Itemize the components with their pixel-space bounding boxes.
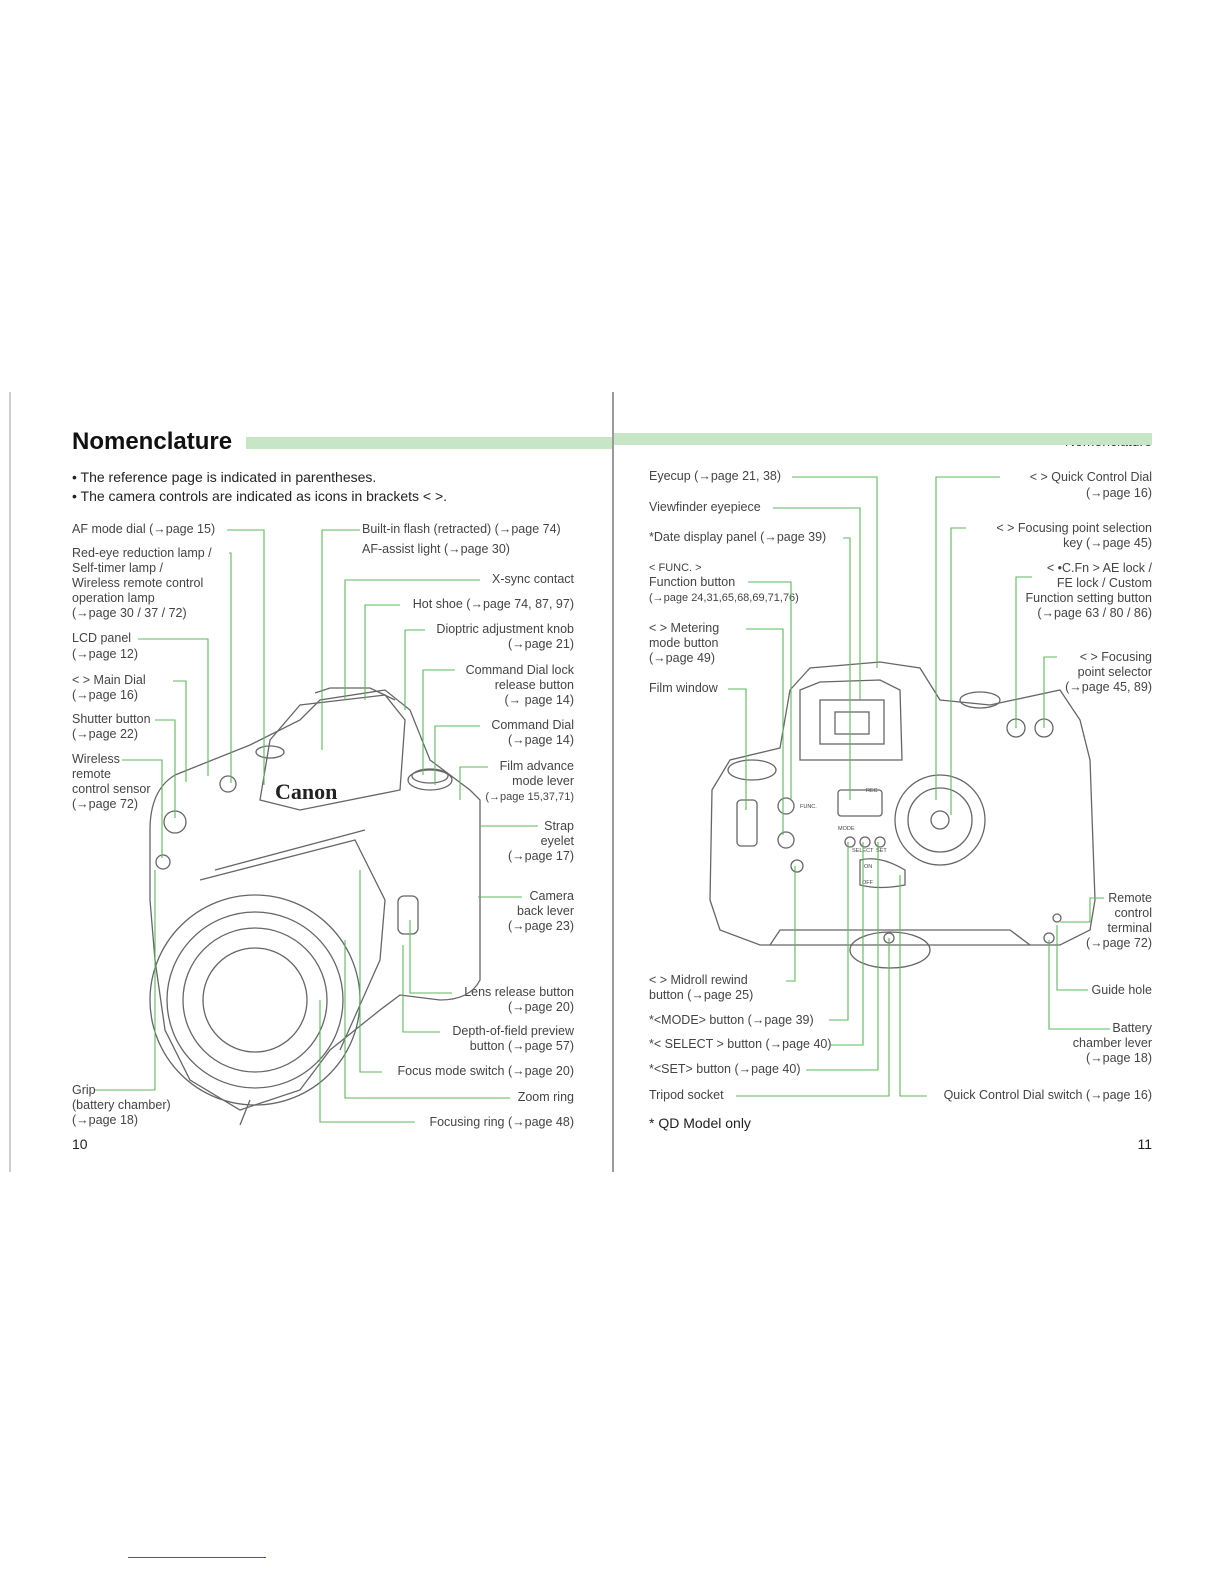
label-set-button: *<SET> button (→page 40) bbox=[649, 1062, 801, 1076]
label-xsync: X-sync contact bbox=[492, 572, 574, 586]
label-fp-sel-3: (→page 45, 89) bbox=[1065, 680, 1152, 694]
label-func-3: (→page 24,31,65,68,69,71,76) bbox=[649, 592, 799, 604]
label-strap-3: (→page 17) bbox=[507, 849, 574, 863]
label-guide-hole: Guide hole bbox=[1091, 983, 1152, 997]
label-midroll-1: < > Midroll rewind bbox=[649, 973, 748, 987]
label-dioptric-1: Dioptric adjustment knob bbox=[436, 622, 574, 636]
label-cmd-lock-3: (→ page 14) bbox=[504, 693, 574, 707]
label-wireless-2: remote bbox=[72, 767, 111, 781]
footnote-qd-model: * QD Model only bbox=[649, 1115, 751, 1131]
label-main-dial-2: (→page 16) bbox=[72, 688, 139, 702]
label-fps-key-1: < > Focusing point selection bbox=[996, 521, 1152, 535]
label-cmd-lock-1: Command Dial lock bbox=[465, 663, 574, 677]
label-midroll-2: button (→page 25) bbox=[649, 988, 754, 1002]
label-remote-4: (→page 72) bbox=[1085, 936, 1152, 950]
label-zoom-ring: Zoom ring bbox=[517, 1090, 574, 1104]
label-metering-3: (→page 49) bbox=[649, 651, 716, 665]
label-hotshoe: Hot shoe (→page 74, 87, 97) bbox=[412, 597, 574, 611]
label-fp-sel-1: < > Focusing bbox=[1079, 650, 1152, 664]
label-fp-sel-2: point selector bbox=[1077, 665, 1152, 679]
label-ae-lock-4: (→page 63 / 80 / 86) bbox=[1037, 606, 1152, 620]
label-func-2: Function button bbox=[649, 575, 736, 589]
label-viewfinder: Viewfinder eyepiece bbox=[649, 500, 761, 514]
page-number-right: 11 bbox=[1137, 1136, 1152, 1152]
label-film-adv-3: (→page 15,37,71) bbox=[485, 791, 574, 803]
label-cmd-lock-2: release button bbox=[494, 678, 574, 692]
label-qcd-2: (→page 16) bbox=[1085, 486, 1152, 500]
label-cmd-dial-1: Command Dial bbox=[491, 718, 574, 732]
label-remote-2: control bbox=[1114, 906, 1152, 920]
page-number-left: 10 bbox=[72, 1136, 88, 1152]
label-qcd-switch: Quick Control Dial switch (→page 16) bbox=[943, 1088, 1152, 1102]
bullet-reference-page: • The reference page is indicated in par… bbox=[72, 469, 377, 485]
label-func-1: < FUNC. > bbox=[649, 562, 702, 574]
label-grip-1: Grip bbox=[72, 1083, 96, 1097]
label-back-lever-1: Camera bbox=[529, 889, 574, 903]
label-builtin-flash: Built-in flash (retracted) (→page 74) bbox=[362, 522, 561, 536]
page-fold bbox=[612, 392, 614, 1172]
label-battery-lever-2: chamber lever bbox=[1072, 1036, 1152, 1050]
label-lcd-2: (→page 12) bbox=[72, 647, 139, 661]
label-ae-lock-3: Function setting button bbox=[1025, 591, 1152, 605]
bullet-icons-brackets: • The camera controls are indicated as i… bbox=[72, 488, 448, 504]
label-ae-lock-1: < •C.Fn > AE lock / bbox=[1046, 561, 1152, 575]
label-remote-1: Remote bbox=[1108, 891, 1152, 905]
label-shutter-1: Shutter button bbox=[72, 712, 151, 726]
title-bar-left bbox=[246, 437, 612, 449]
label-main-dial-1: < > Main Dial bbox=[72, 673, 146, 687]
label-dioptric-2: (→page 21) bbox=[507, 637, 574, 651]
label-lcd-1: LCD panel bbox=[72, 631, 132, 645]
label-qcd-1: < > Quick Control Dial bbox=[1029, 470, 1152, 484]
label-film-adv-2: mode lever bbox=[512, 774, 574, 788]
label-select-button: *< SELECT > button (→page 40) bbox=[649, 1037, 832, 1051]
label-lens-release-2: (→page 20) bbox=[507, 1000, 574, 1014]
bottom-link-line bbox=[128, 1557, 266, 1558]
label-strap-1: Strap bbox=[544, 819, 574, 833]
label-focus-mode: Focus mode switch (→page 20) bbox=[397, 1064, 574, 1078]
label-red-eye-2: Self-timer lamp / bbox=[72, 561, 163, 575]
page-edge bbox=[9, 392, 11, 1172]
label-ae-lock-2: FE lock / Custom bbox=[1056, 576, 1152, 590]
label-strap-2: eyelet bbox=[540, 834, 574, 848]
label-focusing-ring: Focusing ring (→page 48) bbox=[429, 1115, 574, 1129]
label-red-eye-5: (→page 30 / 37 / 72) bbox=[72, 606, 187, 620]
label-back-lever-2: back lever bbox=[517, 904, 574, 918]
label-wireless-4: (→page 72) bbox=[72, 797, 139, 811]
label-af-assist: AF-assist light (→page 30) bbox=[362, 542, 510, 556]
label-tripod: Tripod socket bbox=[649, 1088, 724, 1102]
label-film-window: Film window bbox=[649, 681, 718, 695]
page-title: Nomenclature bbox=[72, 428, 233, 455]
label-af-mode-dial: AF mode dial (→page 15) bbox=[72, 522, 216, 536]
label-eyecup: Eyecup (→page 21, 38) bbox=[649, 469, 782, 483]
label-red-eye-1: Red-eye reduction lamp / bbox=[72, 546, 212, 560]
label-dof-2: button (→page 57) bbox=[469, 1039, 574, 1053]
label-back-lever-3: (→page 23) bbox=[507, 919, 574, 933]
label-lens-release-1: Lens release button bbox=[464, 985, 574, 999]
label-red-eye-4: operation lamp bbox=[72, 591, 155, 605]
label-grip-3: (→page 18) bbox=[72, 1113, 139, 1127]
label-grip-2: (battery chamber) bbox=[72, 1098, 171, 1112]
label-dof-1: Depth-of-field preview bbox=[452, 1024, 574, 1038]
label-wireless-1: Wireless bbox=[72, 752, 120, 766]
label-cmd-dial-2: (→page 14) bbox=[507, 733, 574, 747]
label-metering-1: < > Metering bbox=[649, 621, 720, 635]
label-fps-key-2: key (→page 45) bbox=[1063, 536, 1152, 550]
label-red-eye-3: Wireless remote control bbox=[72, 576, 204, 590]
title-bar-right bbox=[614, 433, 1152, 445]
label-mode-button: *<MODE> button (→page 39) bbox=[649, 1013, 814, 1027]
label-battery-lever-3: (→page 18) bbox=[1085, 1051, 1152, 1065]
label-date-panel: *Date display panel (→page 39) bbox=[649, 530, 827, 544]
label-film-adv-1: Film advance bbox=[499, 759, 574, 773]
label-shutter-2: (→page 22) bbox=[72, 727, 139, 741]
label-remote-3: terminal bbox=[1107, 921, 1152, 935]
label-battery-lever-1: Battery bbox=[1112, 1021, 1152, 1035]
label-wireless-3: control sensor bbox=[72, 782, 151, 796]
label-metering-2: mode button bbox=[649, 636, 719, 650]
